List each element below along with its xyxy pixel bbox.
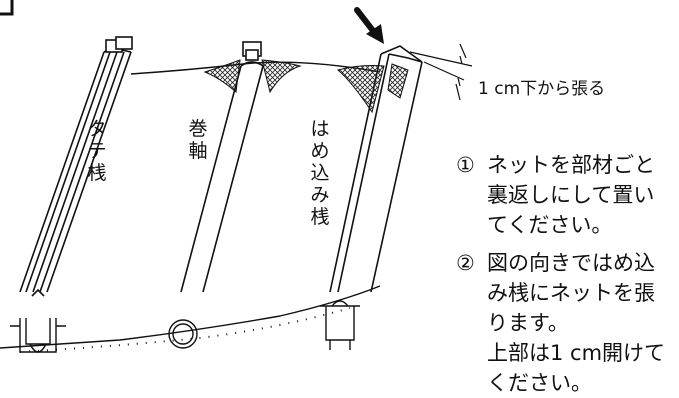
- label-makijiku: 巻 軸: [187, 118, 209, 162]
- label-char: テ: [87, 140, 107, 162]
- dimension-marker: [409, 43, 473, 101]
- label-char: タ: [87, 118, 107, 140]
- label-char: 巻: [188, 118, 208, 140]
- label-tate-san: タ テ 桟: [86, 118, 108, 184]
- label-char: 込: [310, 162, 330, 184]
- step-number: ①: [456, 153, 475, 177]
- makijiku-roller: [180, 41, 264, 293]
- step-number: ②: [456, 251, 475, 275]
- step-line: み桟にネットを張: [487, 281, 655, 305]
- step-line: ください。: [487, 371, 592, 395]
- step-text: 図の向きではめ込 み桟にネットを張 ります。 上部は1 cm開けて ください。: [487, 248, 679, 398]
- label-char: 桟: [310, 206, 330, 228]
- label-char: は: [310, 118, 330, 140]
- step-text: ネットを部材ごと 裏返しにして置い てください。: [487, 150, 679, 240]
- label-char: 桟: [87, 162, 107, 184]
- net-mesh-edge: [387, 63, 409, 99]
- net-mesh-middle: [261, 59, 302, 94]
- cross-section-strip: [0, 285, 381, 353]
- corner-mark: [0, 0, 14, 16]
- label-hamekomi-san: は め 込 み 桟: [309, 118, 331, 228]
- step-line: てください。: [487, 213, 613, 237]
- step-line: 上部は1 cm開けて: [487, 341, 666, 365]
- label-char: み: [310, 184, 330, 206]
- net-top-edge: [130, 61, 381, 75]
- net-mesh-left: [203, 59, 241, 93]
- net-mesh-right: [336, 65, 385, 114]
- dimension-label: 1 cm下から張る: [478, 79, 606, 99]
- step-line: 図の向きではめ込: [487, 251, 655, 275]
- tate-san-frame: [19, 36, 133, 293]
- step-line: ネットを部材ごと: [487, 153, 655, 177]
- label-char: め: [310, 140, 330, 162]
- label-char: 軸: [188, 140, 208, 162]
- down-right-arrow-icon: [354, 7, 384, 44]
- diagram-drawing: [0, 0, 473, 353]
- step-line: 裏返しにして置い: [487, 183, 655, 207]
- step-line: ります。: [487, 311, 569, 335]
